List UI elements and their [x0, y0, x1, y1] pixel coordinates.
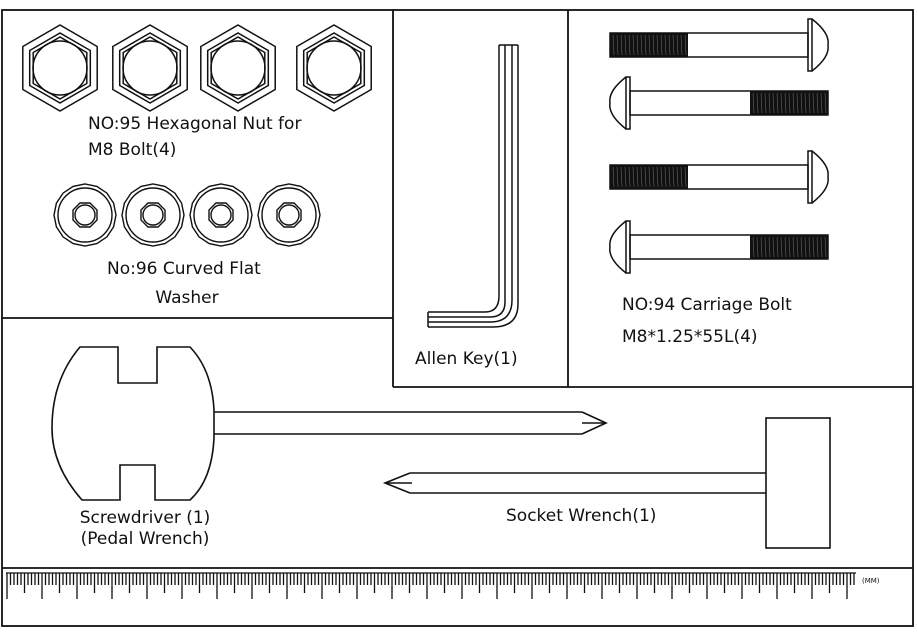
carriage-bolt-1 — [609, 18, 829, 72]
ruler-unit-label: (MM) — [862, 577, 880, 585]
socket-wrench-label: Socket Wrench(1) — [506, 506, 657, 526]
carriage-bolt-3 — [609, 150, 829, 204]
carriage-bolt-2 — [609, 76, 829, 130]
screwdriver-drawing — [51, 346, 608, 501]
carriage-bolts — [609, 18, 829, 274]
hex-nut-1 — [22, 24, 98, 112]
washer-3 — [189, 183, 253, 247]
hex-nut-2 — [112, 24, 188, 112]
screwdriver-label-line2: (Pedal Wrench) — [80, 529, 210, 549]
carriage-bolt-4 — [609, 220, 829, 274]
panel-borders — [1, 9, 914, 627]
hex-nut-3 — [200, 24, 276, 112]
hex-nut-label-line1: NO:95 Hexagonal Nut for — [88, 114, 302, 134]
carriage-bolt-label-line1: NO:94 Carriage Bolt — [622, 295, 792, 315]
washer-label-line2: Washer — [155, 288, 219, 308]
washer-2 — [121, 183, 185, 247]
carriage-bolt-label-line2: M8*1.25*55L(4) — [622, 327, 758, 347]
curved-flat-washers — [53, 183, 321, 247]
hex-nut-label-line2: M8 Bolt(4) — [88, 140, 177, 160]
allen-key-drawing — [427, 44, 519, 328]
washer-label-line1: No:96 Curved Flat — [107, 259, 261, 279]
measurement-ruler — [6, 572, 856, 599]
screwdriver-label-line1: Screwdriver (1) — [79, 508, 211, 528]
washer-4 — [257, 183, 321, 247]
hexagonal-nuts — [22, 24, 372, 112]
allen-key-label: Allen Key(1) — [415, 349, 518, 369]
socket-wrench-drawing — [382, 417, 831, 549]
hex-nut-4 — [296, 24, 372, 112]
washer-1 — [53, 183, 117, 247]
